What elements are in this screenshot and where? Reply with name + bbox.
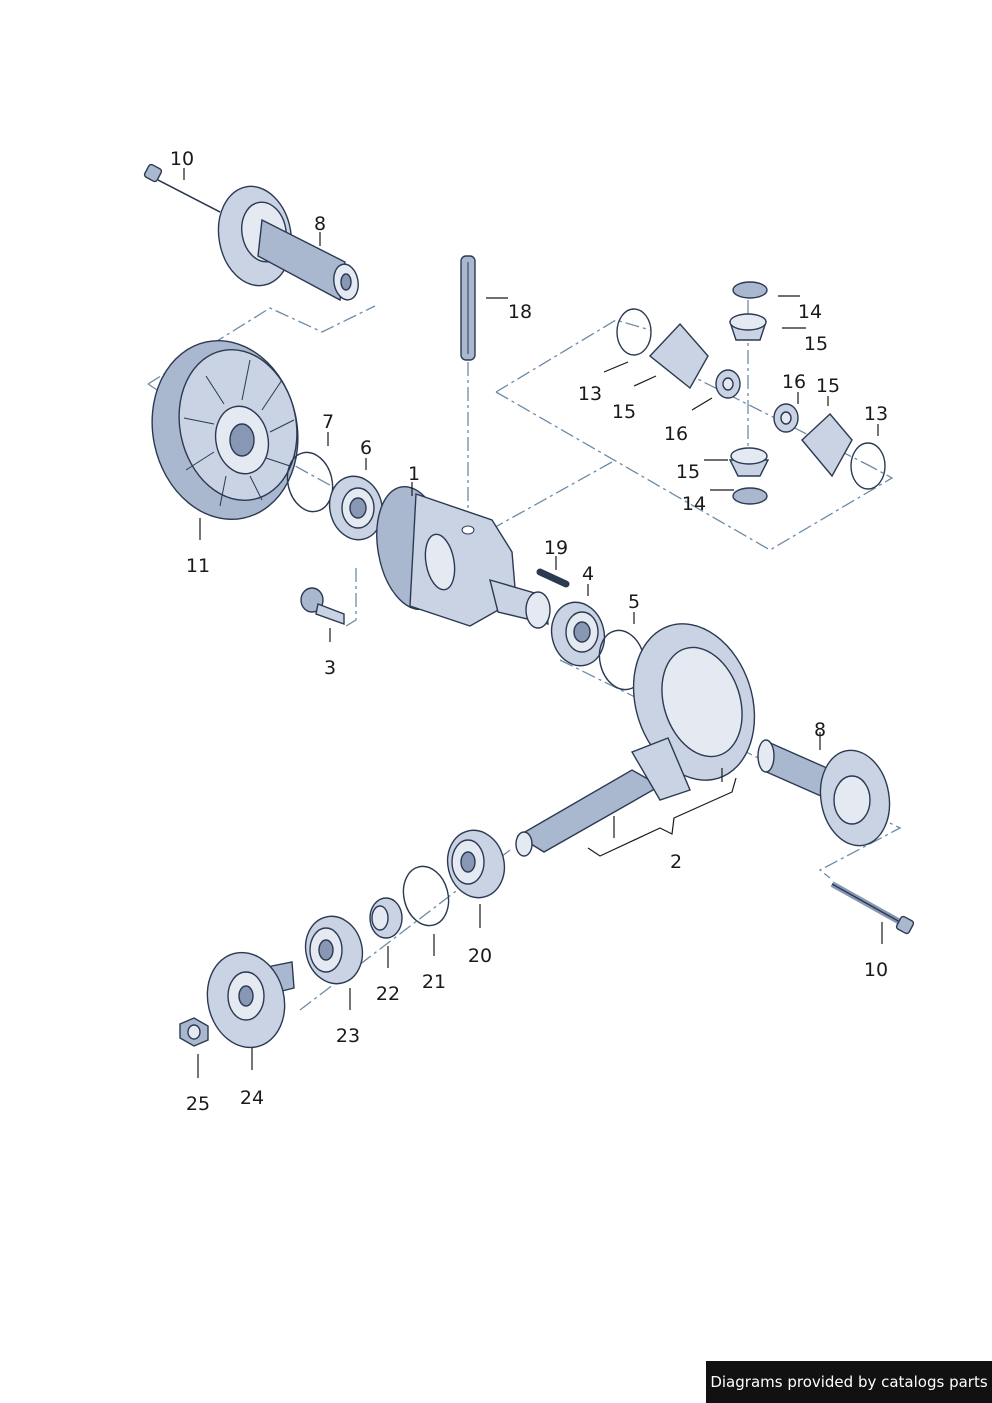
callout-19: 19 xyxy=(544,537,568,559)
callout-21: 21 xyxy=(422,971,446,993)
leader-lines xyxy=(183,168,883,1078)
ring-gear-pinion-2 xyxy=(515,623,756,857)
o-ring-7 xyxy=(286,451,334,513)
gear-15-right xyxy=(801,412,853,478)
callout-10-right: 10 xyxy=(864,959,888,981)
callout-4: 4 xyxy=(582,563,594,585)
callout-24: 24 xyxy=(240,1087,264,1109)
callout-14-top: 14 xyxy=(798,301,822,323)
callout-15-left: 15 xyxy=(612,401,636,423)
callout-6: 6 xyxy=(360,437,372,459)
callout-8-right: 8 xyxy=(814,719,826,741)
sleeve-22 xyxy=(369,897,403,939)
washer-14-top xyxy=(732,281,768,299)
flange-24 xyxy=(206,951,295,1049)
bolt-10-top xyxy=(143,163,221,213)
callout-22: 22 xyxy=(376,983,400,1005)
differential-gears xyxy=(616,281,886,505)
credit-banner: Diagrams provided by catalogs parts xyxy=(706,1361,992,1403)
bearing-23 xyxy=(304,915,364,985)
callout-15-right: 15 xyxy=(816,375,840,397)
callout-14-bottom: 14 xyxy=(682,493,706,515)
flange-shaft-8-top xyxy=(217,185,359,302)
bearing-20 xyxy=(446,829,506,899)
callout-20: 20 xyxy=(468,945,492,967)
callout-10-top: 10 xyxy=(170,148,194,170)
callout-2: 2 xyxy=(670,851,682,873)
flange-shaft-8-right xyxy=(757,739,891,847)
callout-8-top: 8 xyxy=(314,213,326,235)
pin-18 xyxy=(460,255,476,361)
callout-16-right: 16 xyxy=(782,371,806,393)
callout-23: 23 xyxy=(336,1025,360,1047)
washer-14-bottom xyxy=(732,487,768,505)
callout-1: 1 xyxy=(408,463,420,485)
callout-16-left: 16 xyxy=(664,423,688,445)
callout-11: 11 xyxy=(186,555,210,577)
bolt-3 xyxy=(300,587,345,625)
bolt-10-right xyxy=(830,881,915,935)
callout-7: 7 xyxy=(322,411,334,433)
callout-18: 18 xyxy=(508,301,532,323)
roll-pin-19 xyxy=(536,568,570,588)
nut-25 xyxy=(179,1017,209,1047)
callout-13-left: 13 xyxy=(578,383,602,405)
o-ring-21 xyxy=(402,865,450,927)
callout-15-bottom: 15 xyxy=(676,461,700,483)
thrust-washer-13-right xyxy=(850,442,886,490)
bearing-6 xyxy=(328,475,384,541)
callout-3: 3 xyxy=(324,657,336,679)
callout-labels: 10 8 18 14 15 16 15 13 15 13 7 16 6 15 1… xyxy=(170,148,888,1115)
callout-25: 25 xyxy=(186,1093,210,1115)
bearing-4 xyxy=(550,601,606,667)
gear-15-left xyxy=(648,322,709,390)
bracket-2 xyxy=(587,777,737,857)
callout-5: 5 xyxy=(628,591,640,613)
housing-cover-11 xyxy=(151,340,299,520)
thrust-washer-13-left xyxy=(616,308,652,356)
differential-housing-1 xyxy=(376,485,551,629)
callout-15-top: 15 xyxy=(804,333,828,355)
callout-13-right: 13 xyxy=(864,403,888,425)
